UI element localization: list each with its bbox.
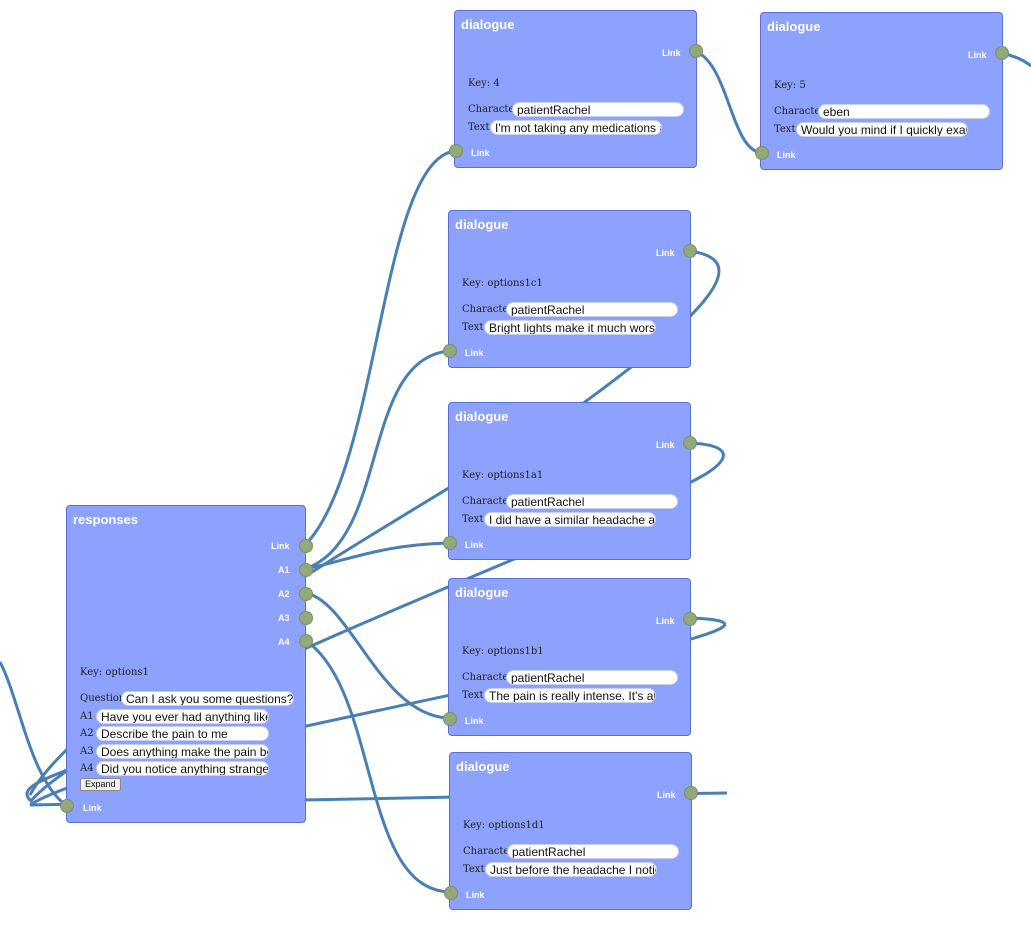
link-out-label: Link xyxy=(271,541,290,551)
responses-node-options1[interactable]: responses Link A1 A2 A3 A4 Key: options1… xyxy=(60,505,313,823)
node-title: dialogue xyxy=(455,217,509,232)
node-title: dialogue xyxy=(455,409,509,424)
character-label: Character xyxy=(468,104,520,115)
link-in-port[interactable] xyxy=(443,344,457,358)
link-out-port[interactable] xyxy=(299,539,313,553)
answer-label-a2: A2 xyxy=(80,728,94,739)
node-key: Key: 4 xyxy=(468,78,500,89)
link-in-label: Link xyxy=(466,890,485,900)
link-in-port[interactable] xyxy=(444,886,458,900)
answer-label-a4: A4 xyxy=(80,763,94,774)
text-label: Text xyxy=(462,514,484,525)
answer-field-a1[interactable]: Have you ever had anything like this bef… xyxy=(96,709,269,724)
character-field[interactable]: patientRachel xyxy=(506,670,678,685)
answer-field-a4[interactable]: Did you notice anything strange before t… xyxy=(96,761,269,776)
link-out-label: Link xyxy=(656,248,675,258)
dialogue-node-options1b1[interactable]: dialogue Link Key: options1b1 Character … xyxy=(443,578,697,736)
character-label: Character xyxy=(462,304,514,315)
node-title: dialogue xyxy=(455,585,509,600)
question-label: Question xyxy=(80,693,126,704)
dialogue-node-options1c1[interactable]: dialogue Link Key: options1c1 Character … xyxy=(443,210,697,368)
character-field[interactable]: patientRachel xyxy=(506,302,678,317)
answer-port-label-a4: A4 xyxy=(278,637,290,647)
character-label: Character xyxy=(463,846,515,857)
answer-port-label-a2: A2 xyxy=(278,589,290,599)
link-in-label: Link xyxy=(83,803,102,813)
link-in-port[interactable] xyxy=(60,799,74,813)
text-field[interactable]: Bright lights make it much worse xyxy=(484,320,656,335)
answer-port-a3[interactable] xyxy=(299,611,313,625)
text-field[interactable]: Would you mind if I quickly examine you xyxy=(796,122,968,137)
wire-a1-to-dc1 xyxy=(304,349,450,571)
link-out-port[interactable] xyxy=(683,612,697,626)
node-key: Key: options1c1 xyxy=(462,278,543,289)
node-key: Key: 5 xyxy=(774,80,806,91)
link-in-port[interactable] xyxy=(443,712,457,726)
answer-label-a3: A3 xyxy=(80,746,94,757)
answer-port-label-a1: A1 xyxy=(278,565,290,575)
node-key: Key: options1a1 xyxy=(462,470,544,481)
answer-port-a4[interactable] xyxy=(299,634,313,648)
node-title: dialogue xyxy=(767,19,821,34)
link-in-label: Link xyxy=(471,148,490,158)
wire-resp-link-to-d4 xyxy=(303,149,456,547)
answer-port-label-a3: A3 xyxy=(278,613,290,623)
character-label: Character xyxy=(462,496,514,507)
dialogue-node-options1d1[interactable]: dialogue Link Key: options1d1 Character … xyxy=(444,752,698,910)
text-label: Text xyxy=(468,122,490,133)
link-out-label: Link xyxy=(662,48,681,58)
dialogue-node-4[interactable]: dialogue Link Key: 4 Character patientRa… xyxy=(449,10,703,168)
text-field[interactable]: The pain is really intense. It's all ove… xyxy=(484,688,656,703)
node-title: responses xyxy=(73,512,139,527)
character-field[interactable]: patientRachel xyxy=(507,844,679,859)
link-in-port[interactable] xyxy=(449,144,463,158)
wire-a4-to-dd1 xyxy=(304,638,451,894)
answer-port-a2[interactable] xyxy=(299,587,313,601)
link-in-label: Link xyxy=(465,540,484,550)
link-out-port[interactable] xyxy=(684,786,698,800)
node-key: Key: options1 xyxy=(80,667,149,678)
wire-a1-to-da1 xyxy=(304,541,449,571)
link-in-port[interactable] xyxy=(755,146,769,160)
node-title: dialogue xyxy=(456,759,510,774)
node-key: Key: options1b1 xyxy=(462,646,544,657)
text-label: Text xyxy=(774,124,796,135)
text-field[interactable]: I did have a similar headache a few year… xyxy=(484,512,656,527)
dialogue-node-options1a1[interactable]: dialogue Link Key: options1a1 Character … xyxy=(443,402,697,560)
wire-a2-to-db1 xyxy=(304,591,449,720)
link-in-label: Link xyxy=(465,348,484,358)
dialogue-node-5[interactable]: dialogue Link Key: 5 Character eben Text… xyxy=(755,12,1009,170)
answer-field-a2[interactable]: Describe the pain to me xyxy=(96,726,269,741)
link-out-label: Link xyxy=(656,616,675,626)
character-label: Character xyxy=(462,672,514,683)
text-label: Text xyxy=(462,690,484,701)
node-key: Key: options1d1 xyxy=(463,820,545,831)
expand-button[interactable]: Expand xyxy=(80,778,121,791)
text-field[interactable]: I'm not taking any medications at the mo… xyxy=(490,120,662,135)
link-out-port[interactable] xyxy=(995,46,1009,60)
link-out-label: Link xyxy=(968,50,987,60)
answer-label-a1: A1 xyxy=(80,711,94,722)
node-title: dialogue xyxy=(461,17,515,32)
question-field[interactable]: Can I ask you some questions? xyxy=(121,691,294,706)
link-out-label: Link xyxy=(657,790,676,800)
character-label: Character xyxy=(774,106,826,117)
text-label: Text xyxy=(463,864,485,875)
link-out-label: Link xyxy=(656,440,675,450)
link-in-label: Link xyxy=(465,716,484,726)
link-in-label: Link xyxy=(777,150,796,160)
wire-d4-to-d5 xyxy=(694,49,763,155)
wire-resp-in-from-left xyxy=(0,661,68,808)
link-out-port[interactable] xyxy=(689,44,703,58)
link-out-port[interactable] xyxy=(683,436,697,450)
character-field[interactable]: eben xyxy=(818,104,990,119)
link-in-port[interactable] xyxy=(443,536,457,550)
text-label: Text xyxy=(462,322,484,333)
answer-port-a1[interactable] xyxy=(299,563,313,577)
answer-field-a3[interactable]: Does anything make the pain better or wo… xyxy=(96,744,269,759)
text-field[interactable]: Just before the headache I noticed flash… xyxy=(485,862,657,877)
character-field[interactable]: patientRachel xyxy=(506,494,678,509)
link-out-port[interactable] xyxy=(683,244,697,258)
character-field[interactable]: patientRachel xyxy=(512,102,684,117)
